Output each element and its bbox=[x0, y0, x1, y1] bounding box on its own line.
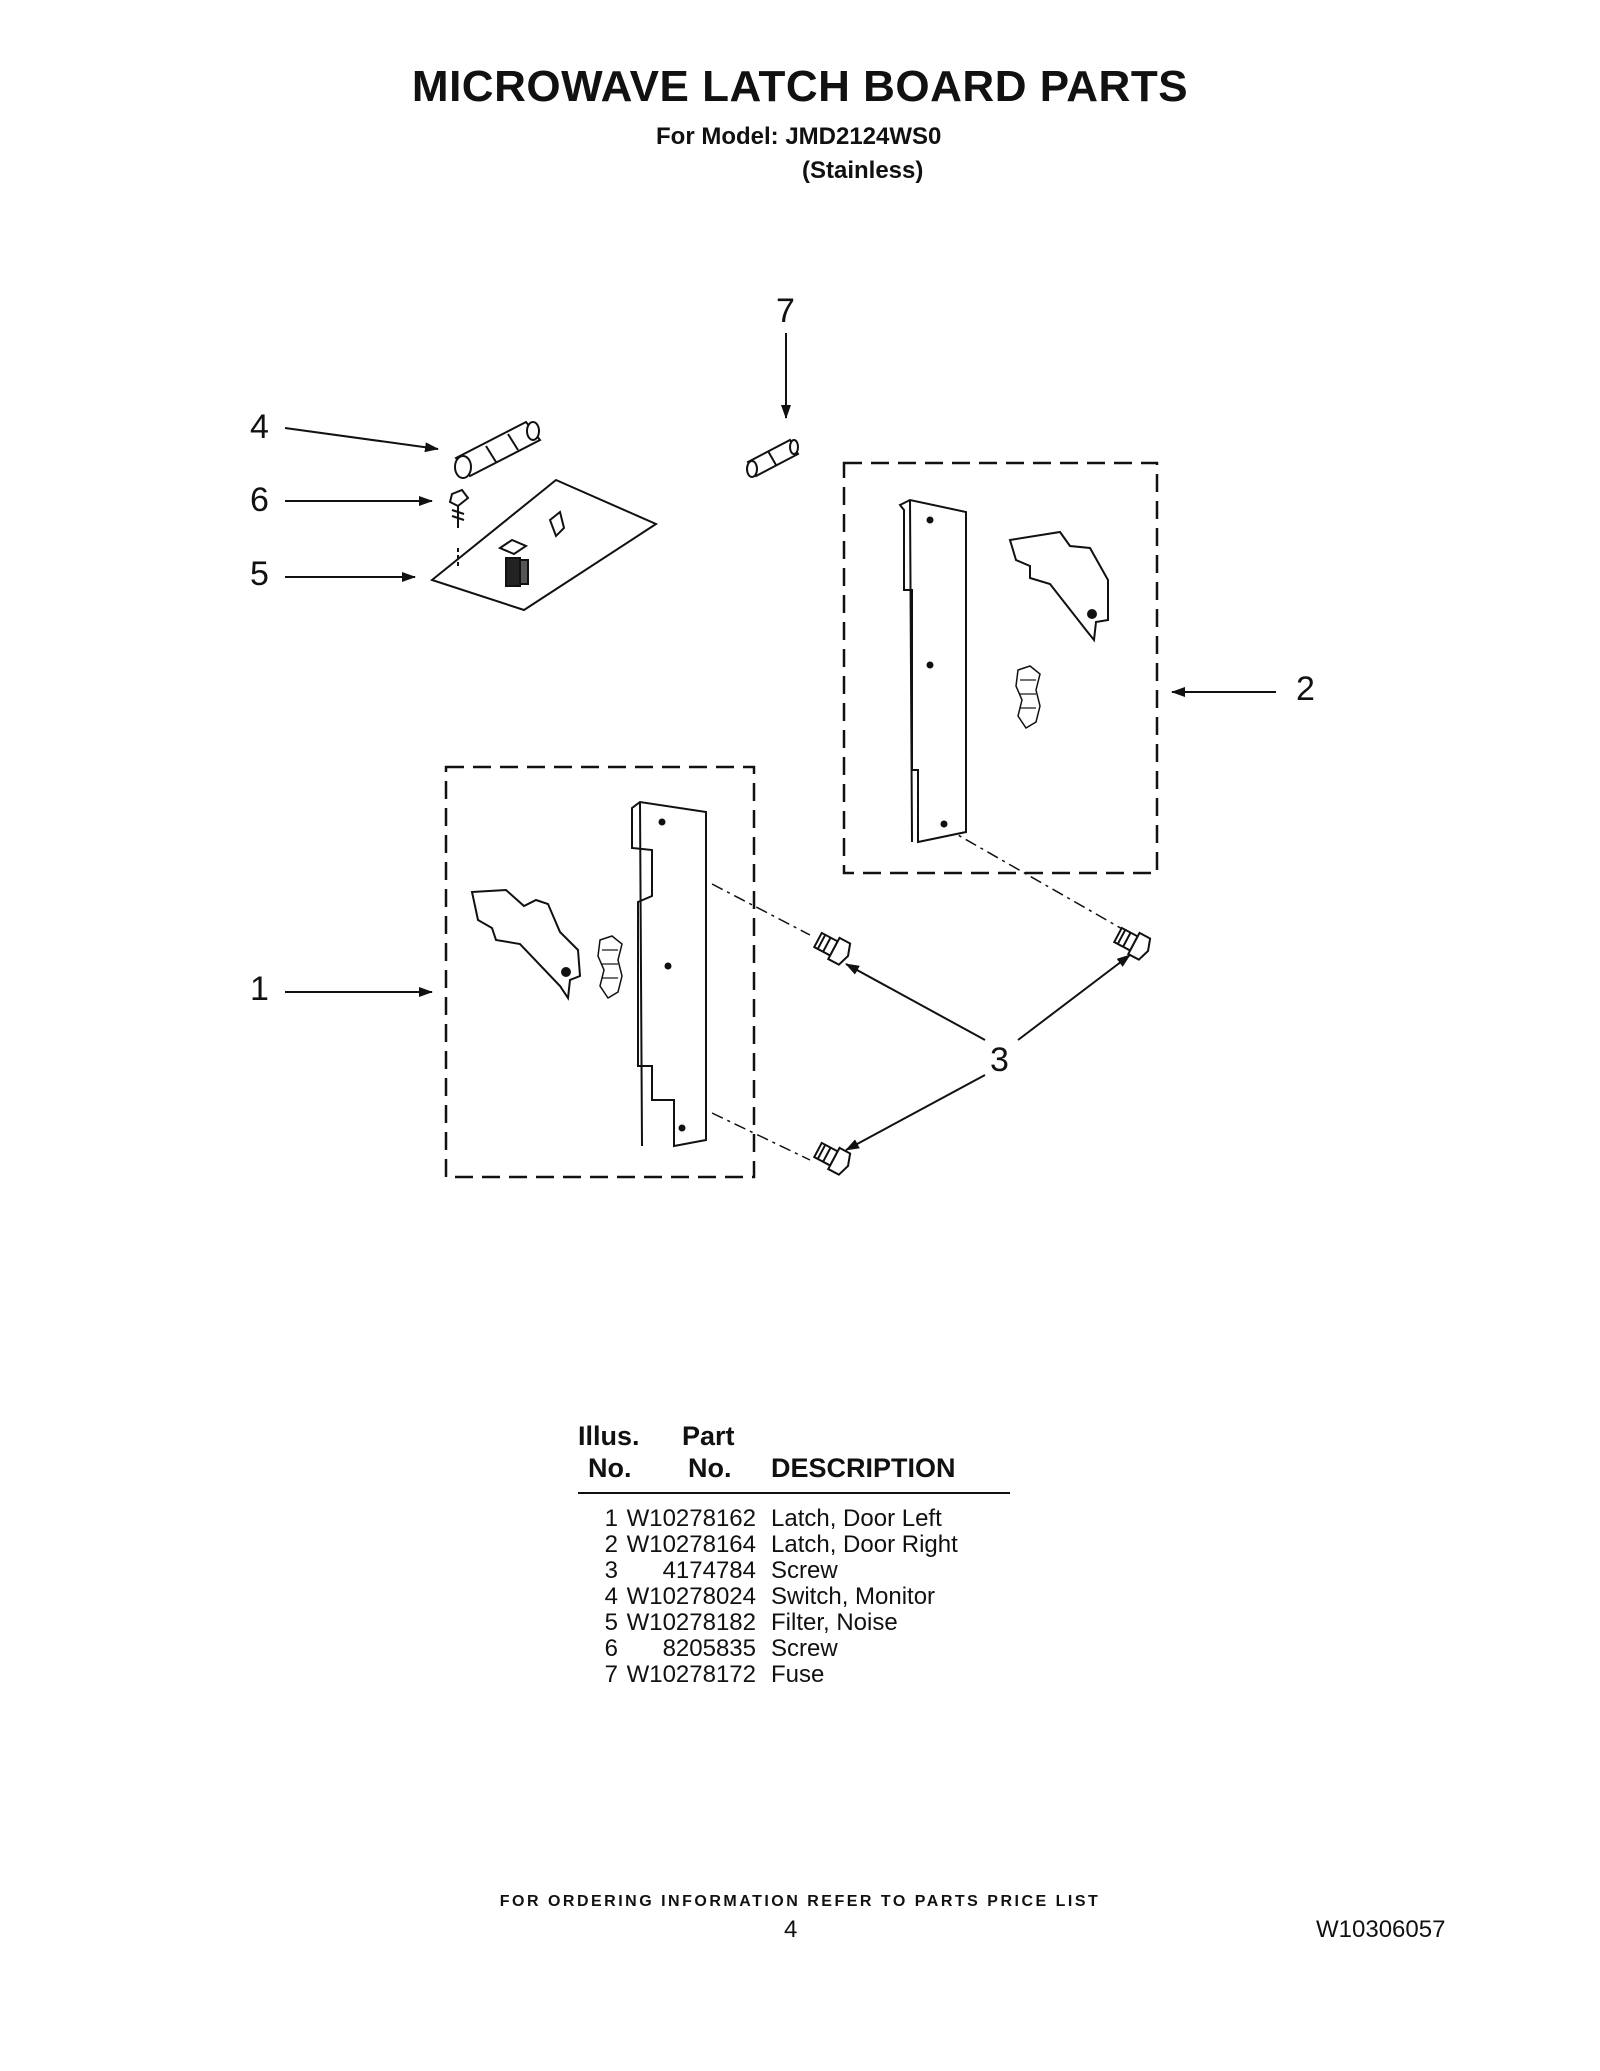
header-description: DESCRIPTION bbox=[771, 1453, 956, 1483]
table-row: 5 W10278182 Filter, Noise bbox=[578, 1610, 1010, 1636]
page-number: 4 bbox=[784, 1916, 798, 1943]
door-latch-right-part bbox=[898, 498, 1109, 844]
header-part-bottom: No. bbox=[688, 1453, 732, 1483]
header-part-top: Part bbox=[682, 1421, 735, 1451]
illus-number: 5 bbox=[604, 1609, 618, 1636]
part-number: 8205835 bbox=[662, 1635, 756, 1662]
callout-7: 7 bbox=[776, 292, 795, 330]
part-number: W10278162 bbox=[626, 1505, 756, 1532]
part-description: Fuse bbox=[771, 1661, 825, 1688]
model-line: For Model: JMD2124WS0 bbox=[656, 123, 942, 150]
part-description: Latch, Door Right bbox=[771, 1531, 958, 1558]
page-title: MICROWAVE LATCH BOARD PARTS bbox=[411, 62, 1189, 111]
header-illus-bottom: No. bbox=[588, 1453, 632, 1483]
header-illus-top: Illus. bbox=[578, 1421, 640, 1451]
part-description: Switch, Monitor bbox=[771, 1583, 936, 1610]
part-description: Screw bbox=[771, 1635, 838, 1662]
fuse-part bbox=[746, 438, 800, 478]
callout-1: 1 bbox=[250, 970, 269, 1008]
table-row: 4 W10278024 Switch, Monitor bbox=[578, 1584, 1010, 1610]
part-description: Filter, Noise bbox=[771, 1609, 898, 1636]
part-number: W10278164 bbox=[626, 1531, 756, 1558]
table-row: 2 W10278164 Latch, Door Right bbox=[578, 1532, 1010, 1558]
illus-number: 4 bbox=[604, 1583, 618, 1610]
ordering-info-note: FOR ORDERING INFORMATION REFER TO PARTS … bbox=[499, 1893, 1101, 1910]
part-number: W10278024 bbox=[626, 1583, 756, 1610]
part-number: W10278182 bbox=[626, 1609, 756, 1636]
document-number: W10306057 bbox=[1316, 1916, 1446, 1943]
illus-number: 2 bbox=[604, 1531, 618, 1558]
illus-number: 1 bbox=[604, 1505, 618, 1532]
illus-number: 6 bbox=[604, 1635, 618, 1662]
table-row: 1 W10278162 Latch, Door Left bbox=[578, 1506, 1010, 1532]
part-number: W10278172 bbox=[626, 1661, 756, 1688]
illus-number: 3 bbox=[604, 1557, 618, 1584]
table-row: 7 W10278172 Fuse bbox=[578, 1662, 1010, 1688]
callout-2: 2 bbox=[1296, 670, 1315, 708]
callout-3: 3 bbox=[990, 1041, 1009, 1079]
illus-number: 7 bbox=[604, 1661, 618, 1688]
parts-table-body: 1 W10278162 Latch, Door Left 2 W10278164… bbox=[578, 1506, 1010, 1688]
screw-6-part bbox=[448, 488, 470, 528]
parts-table-header: Illus. No. Part No. DESCRIPTION bbox=[578, 1420, 1010, 1494]
callout-5: 5 bbox=[250, 555, 269, 593]
left-latch-group-box bbox=[444, 765, 756, 1179]
leader-lines bbox=[284, 333, 1276, 1151]
alignment-lines bbox=[711, 826, 1139, 1161]
part-description: Latch, Door Left bbox=[771, 1505, 942, 1532]
parts-table: Illus. No. Part No. DESCRIPTION 1 W10278… bbox=[578, 1420, 1010, 1688]
callout-6: 6 bbox=[250, 481, 269, 519]
model-info: For Model: JMD2124WS0 (Stainless) bbox=[656, 120, 941, 188]
callout-4: 4 bbox=[250, 408, 269, 446]
screw-3-part bbox=[812, 926, 1152, 1176]
part-description: Screw bbox=[771, 1557, 838, 1584]
switch-monitor-part bbox=[454, 420, 542, 479]
noise-filter-part bbox=[429, 478, 659, 612]
table-row: 6 8205835 Screw bbox=[578, 1636, 1010, 1662]
table-row: 3 4174784 Screw bbox=[578, 1558, 1010, 1584]
exploded-parts-diagram: 7 4 6 5 2 1 3 bbox=[250, 292, 1315, 1179]
part-number: 4174784 bbox=[662, 1557, 756, 1584]
model-finish: (Stainless) bbox=[802, 157, 924, 184]
right-latch-group-box bbox=[842, 461, 1159, 875]
door-latch-left-part bbox=[470, 800, 707, 1148]
